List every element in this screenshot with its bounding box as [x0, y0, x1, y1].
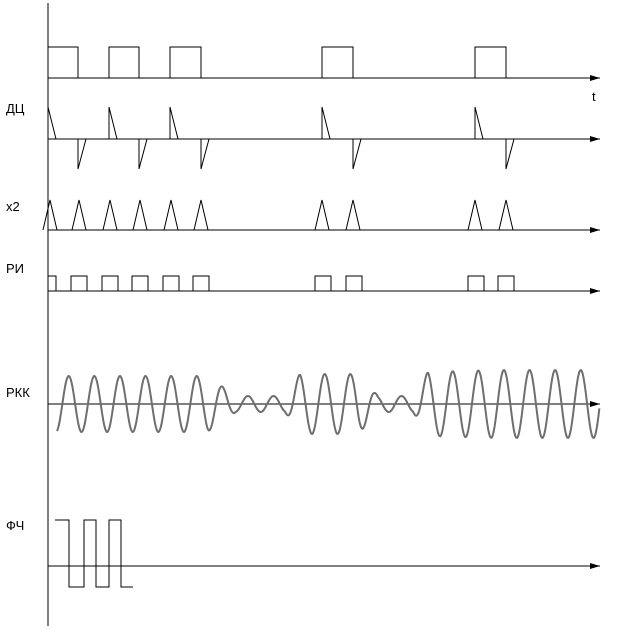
axis-t-label: t	[592, 89, 596, 104]
x2-waveform	[42, 199, 514, 231]
dc-waveform	[47, 106, 515, 170]
row-label-rkk: РКК	[6, 385, 30, 400]
pulse-waveform	[47, 46, 507, 78]
rkk-carrier-waveform	[56, 368, 601, 440]
fch-waveform	[55, 519, 133, 588]
row-label-ri: РИ	[6, 261, 24, 276]
row-label-x2: x2	[6, 199, 20, 214]
row-label-dc: ДЦ	[6, 101, 25, 116]
ri-waveform	[47, 275, 515, 291]
row-label-fch: ФЧ	[6, 518, 24, 533]
